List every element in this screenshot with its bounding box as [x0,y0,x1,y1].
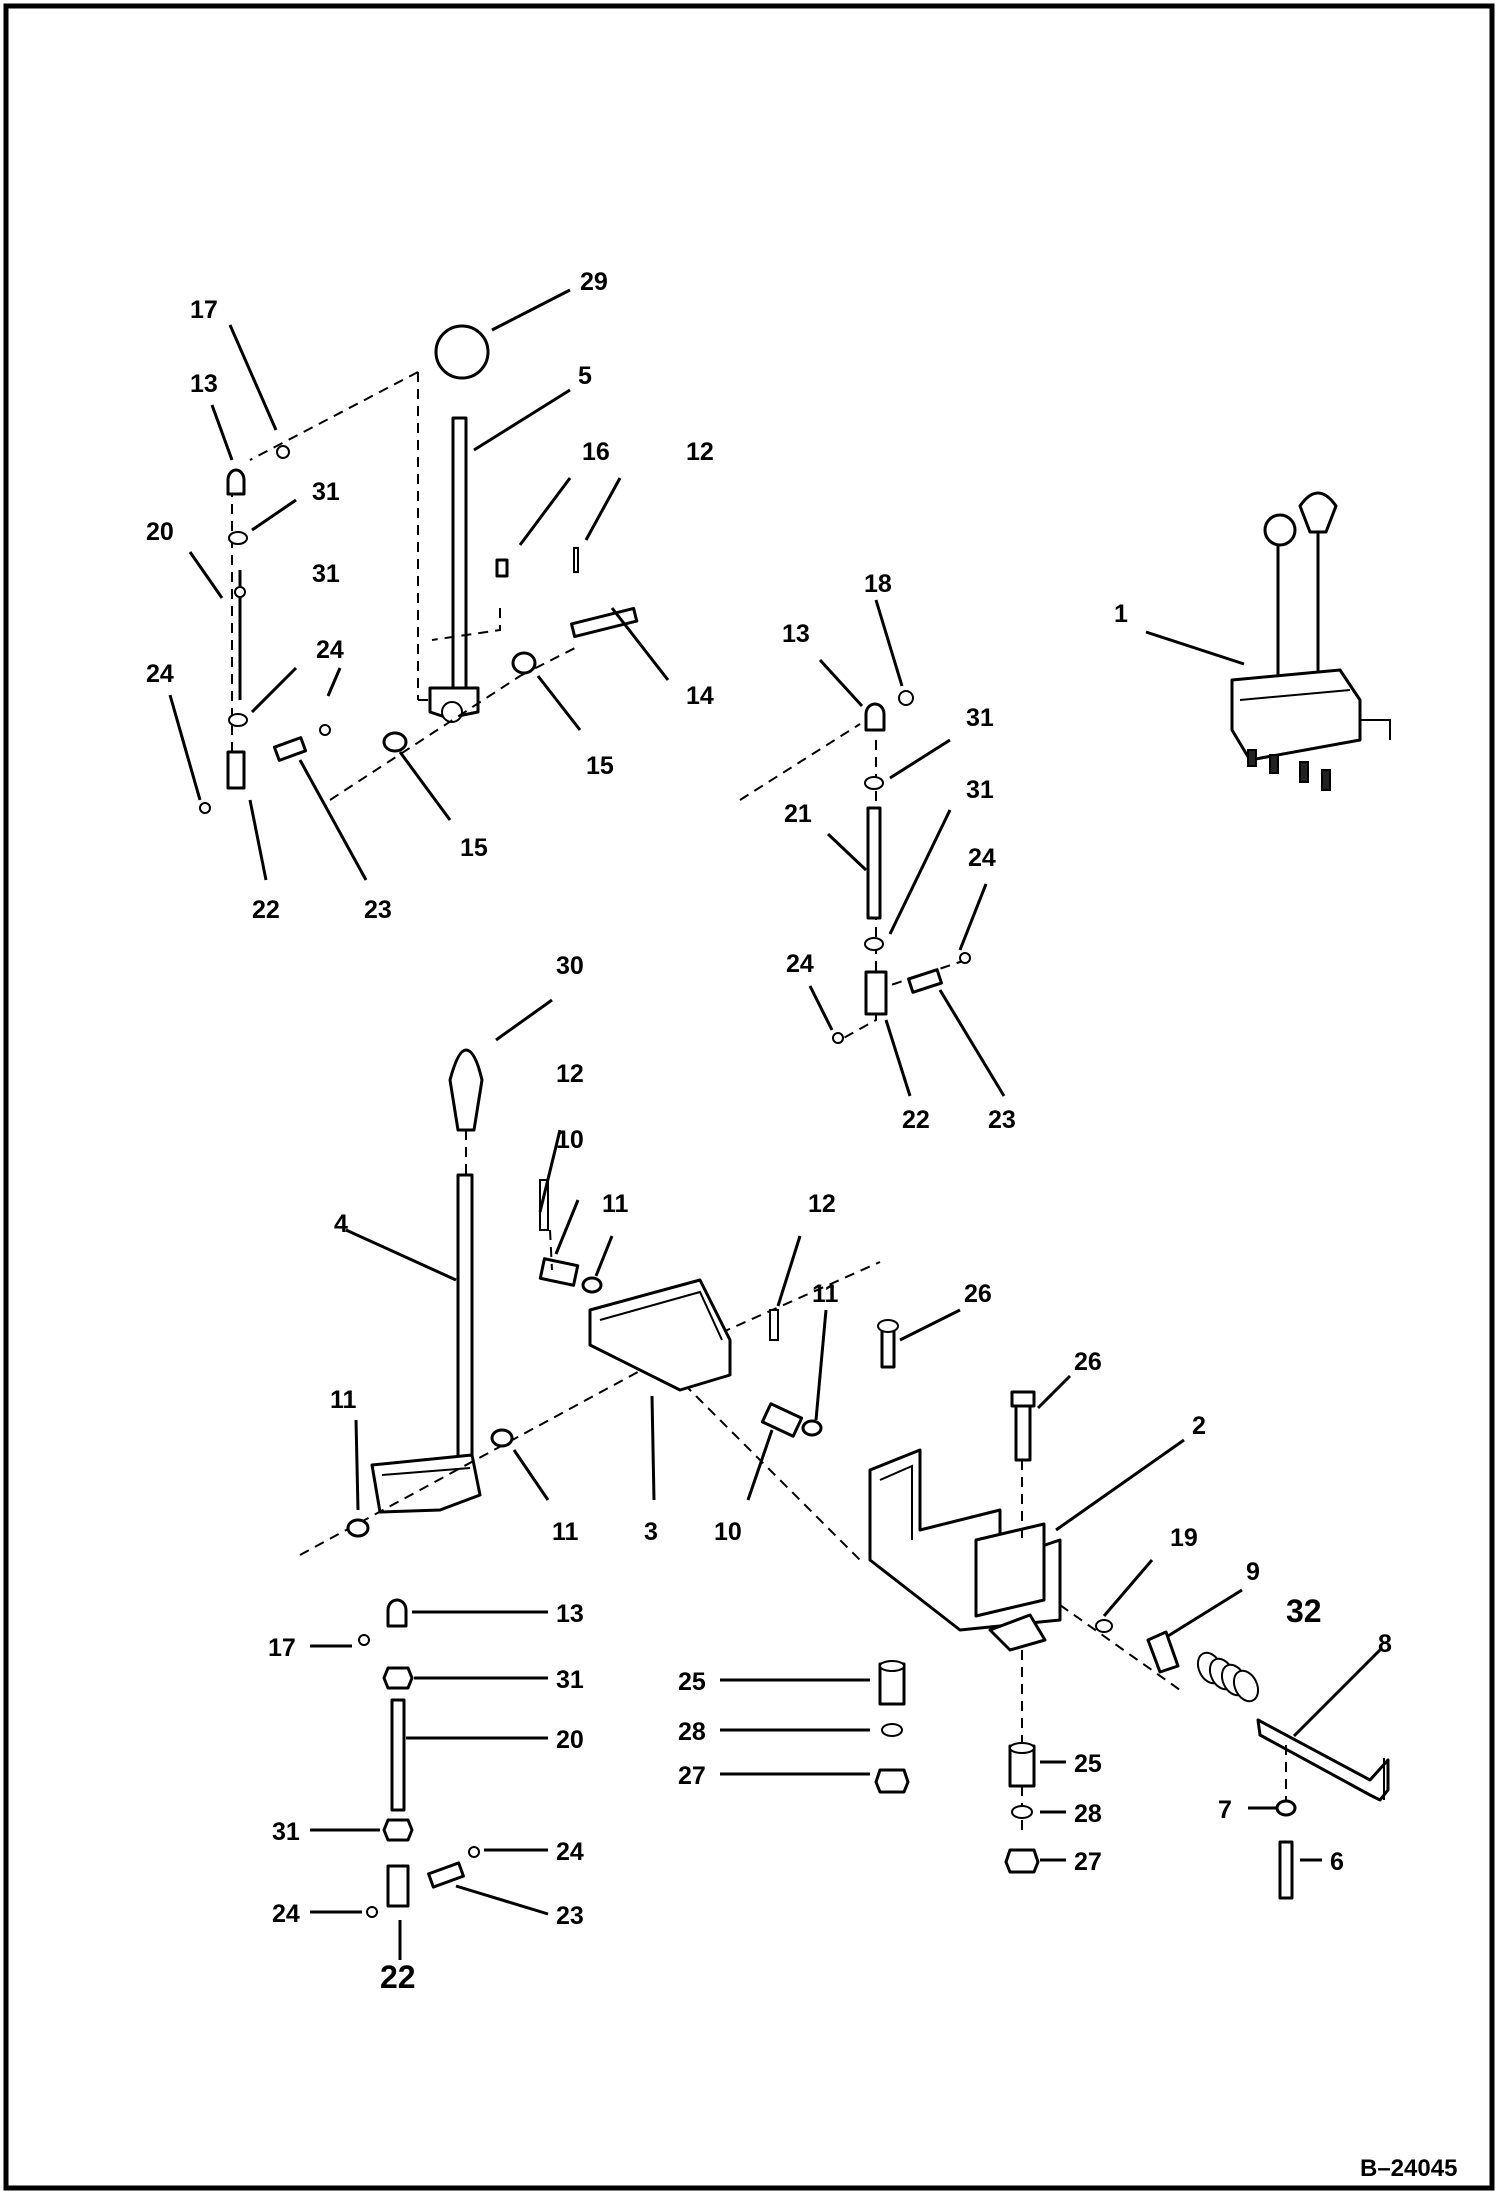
callout-11: 11 [602,1190,629,1218]
callout-22: 22 [380,1959,416,1995]
callout-31: 31 [312,478,340,506]
callout-11: 11 [812,1280,839,1308]
callout-5: 5 [578,362,592,390]
spring-32 [1196,1651,1260,1703]
callout-24: 24 [316,636,344,664]
callout-15: 15 [586,752,614,780]
rod-8-assembly [1095,1619,1390,1900]
callout-13: 13 [782,620,810,648]
bracket-3-assembly [538,1179,823,1438]
callout-24: 24 [146,660,174,688]
callout-22: 22 [252,896,280,924]
middle-right-leaders [808,599,1006,1097]
callout-31: 31 [556,1666,584,1694]
hardware-stack-center [720,1660,910,1794]
callout-labels: 29 17 13 5 16 12 31 20 31 24 24 14 15 15… [146,268,1392,1995]
callout-3: 3 [644,1518,658,1546]
callout-24: 24 [556,1838,584,1866]
bracket-2-assembly [868,1319,1181,1835]
callout-24: 24 [786,950,814,978]
callout-28: 28 [678,1718,706,1746]
bracket-2-leaders [899,1308,1185,1532]
callout-31: 31 [272,1818,300,1846]
callout-22: 22 [902,1106,930,1134]
lower-left-linkage [310,1598,549,1960]
callout-17: 17 [268,1634,296,1662]
callout-19: 19 [1170,1524,1198,1552]
lever-4-leaders [345,998,828,1511]
upper-left-leaders [168,288,670,881]
middle-right-assembly [739,690,971,1044]
callout-12: 12 [686,438,714,466]
drawing-number: B–24045 [1360,2155,1458,2182]
callout-11: 11 [552,1518,579,1546]
callout-26: 26 [1074,1348,1102,1376]
rod-8-leaders [1102,1559,1382,1862]
callout-31: 31 [966,776,994,804]
callout-18: 18 [864,570,892,598]
callout-17: 17 [190,296,218,324]
callout-30: 30 [556,952,584,980]
callout-1: 1 [1114,600,1128,628]
callout-7: 7 [1218,1796,1232,1824]
callout-27: 27 [1074,1848,1102,1876]
callout-8: 8 [1378,1630,1392,1658]
callout-31: 31 [966,704,994,732]
callout-14: 14 [686,682,714,710]
callout-32: 32 [1286,1593,1322,1629]
callout-13: 13 [556,1600,584,1628]
callout-15: 15 [460,834,488,862]
callout-26: 26 [964,1280,992,1308]
callout-23: 23 [556,1902,584,1930]
callout-20: 20 [556,1726,584,1754]
callout-31: 31 [312,560,340,588]
hardware-stack-right [1004,1742,1066,1874]
callout-2: 2 [1192,1412,1206,1440]
callout-12: 12 [556,1060,584,1088]
callout-21: 21 [784,800,812,828]
callout-9: 9 [1246,1558,1260,1586]
callout-4: 4 [334,1210,348,1238]
callout-23: 23 [988,1106,1016,1134]
callout-27: 27 [678,1762,706,1790]
callout-25: 25 [678,1668,706,1696]
upper-left-assembly [199,324,639,814]
callout-10: 10 [714,1518,742,1546]
callout-10: 10 [556,1126,584,1154]
assembly-1-overview [1145,491,1391,791]
callout-11: 11 [330,1386,357,1414]
border [3,3,1495,2191]
callout-6: 6 [1330,1848,1344,1876]
callout-24: 24 [968,844,996,872]
callout-24: 24 [272,1900,300,1928]
callout-20: 20 [146,518,174,546]
callout-12: 12 [808,1190,836,1218]
callout-28: 28 [1074,1800,1102,1828]
callout-25: 25 [1074,1750,1102,1778]
callout-29: 29 [580,268,608,296]
lever-4-assembly [299,1048,881,1561]
callout-13: 13 [190,370,218,398]
callout-16: 16 [582,438,610,466]
callout-23: 23 [364,896,392,924]
